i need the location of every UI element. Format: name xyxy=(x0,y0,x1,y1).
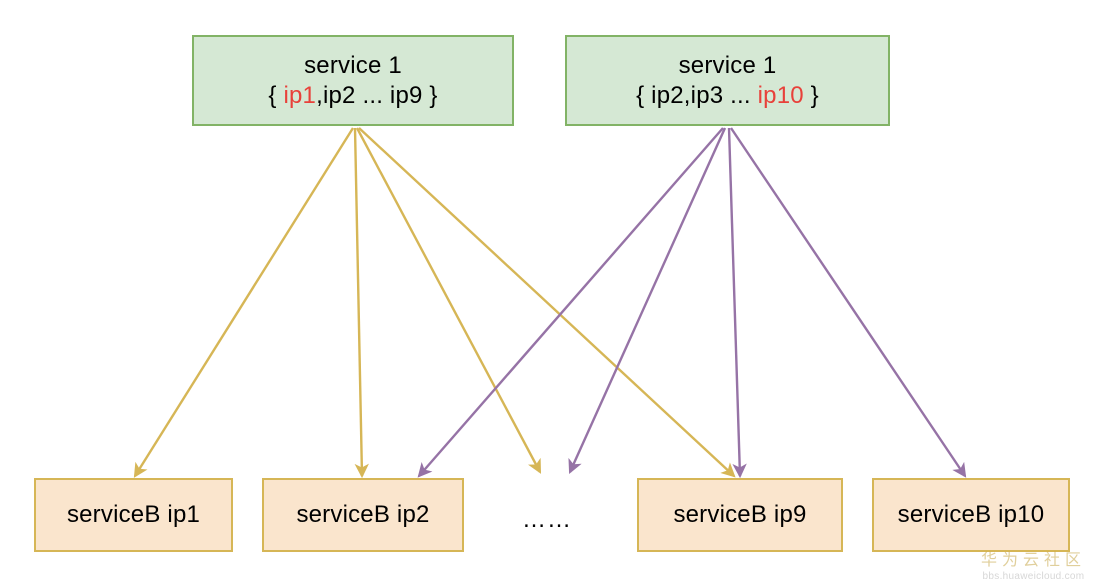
backend-node-ip9[interactable]: serviceB ip9 xyxy=(637,478,843,552)
service-node-ip-list: { ip2,ip3 ... ip10 } xyxy=(636,81,819,110)
ip-text: ,ip2 ... ip9 } xyxy=(316,81,438,109)
ellipsis-label: …… xyxy=(522,506,572,533)
backend-node-label: serviceB ip1 xyxy=(66,501,201,528)
edge-service-right-to-backend-ip2 xyxy=(417,127,724,478)
edge-service-left-to-backend-ip1 xyxy=(133,127,355,478)
backend-node-ip1[interactable]: serviceB ip1 xyxy=(34,478,233,552)
service-node-title: service 1 xyxy=(304,52,402,80)
backend-node-ip10[interactable]: serviceB ip10 xyxy=(872,478,1070,552)
edge-service-left-to-backend-ip9 xyxy=(358,127,736,478)
ip-text: } xyxy=(803,81,819,109)
backend-node-label: serviceB ip9 xyxy=(673,501,807,528)
edge-service-right-to-ellipsis xyxy=(568,127,727,474)
service-node-ip-list: { ip1,ip2 ... ip9 } xyxy=(268,81,437,110)
edge-service-left-to-ellipsis xyxy=(355,127,542,474)
ip-text: { ip2,ip3 ... xyxy=(636,81,758,109)
edge-service-left-to-backend-ip2 xyxy=(353,127,369,479)
edge-service-right-to-backend-ip9 xyxy=(727,127,747,479)
ip-text: { xyxy=(268,81,284,109)
service-node-title: service 1 xyxy=(678,52,777,80)
service-node-left[interactable]: service 1 { ip1,ip2 ... ip9 } xyxy=(192,35,514,126)
backend-node-ip2[interactable]: serviceB ip2 xyxy=(262,478,464,552)
ip-highlight: ip10 xyxy=(757,81,804,109)
backend-node-label: serviceB ip10 xyxy=(897,501,1045,528)
backend-node-label: serviceB ip2 xyxy=(296,501,430,528)
edge-service-right-to-backend-ip10 xyxy=(730,127,967,478)
ip-highlight: ip1 xyxy=(283,81,317,109)
service-node-right[interactable]: service 1 { ip2,ip3 ... ip10 } xyxy=(565,35,890,126)
